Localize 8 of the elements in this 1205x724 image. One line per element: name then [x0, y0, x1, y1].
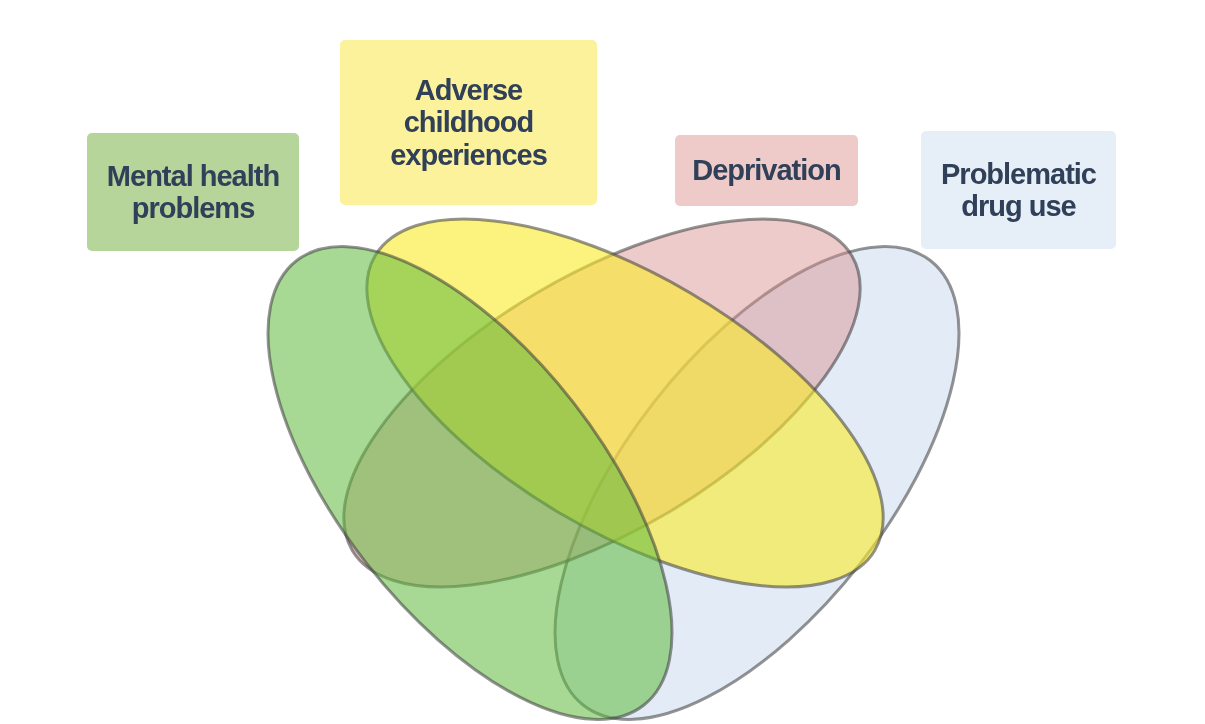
- set-label: Problematic drug use: [940, 157, 1097, 223]
- set-label-box: [87, 133, 299, 251]
- set-label: Mental health problems: [105, 159, 281, 225]
- set-label: Deprivation: [692, 154, 841, 187]
- set-label: Adverse childhood experiences: [389, 73, 548, 172]
- set-label-box: [675, 135, 858, 206]
- set-label-box: [921, 131, 1116, 249]
- set-label-box: [340, 40, 597, 205]
